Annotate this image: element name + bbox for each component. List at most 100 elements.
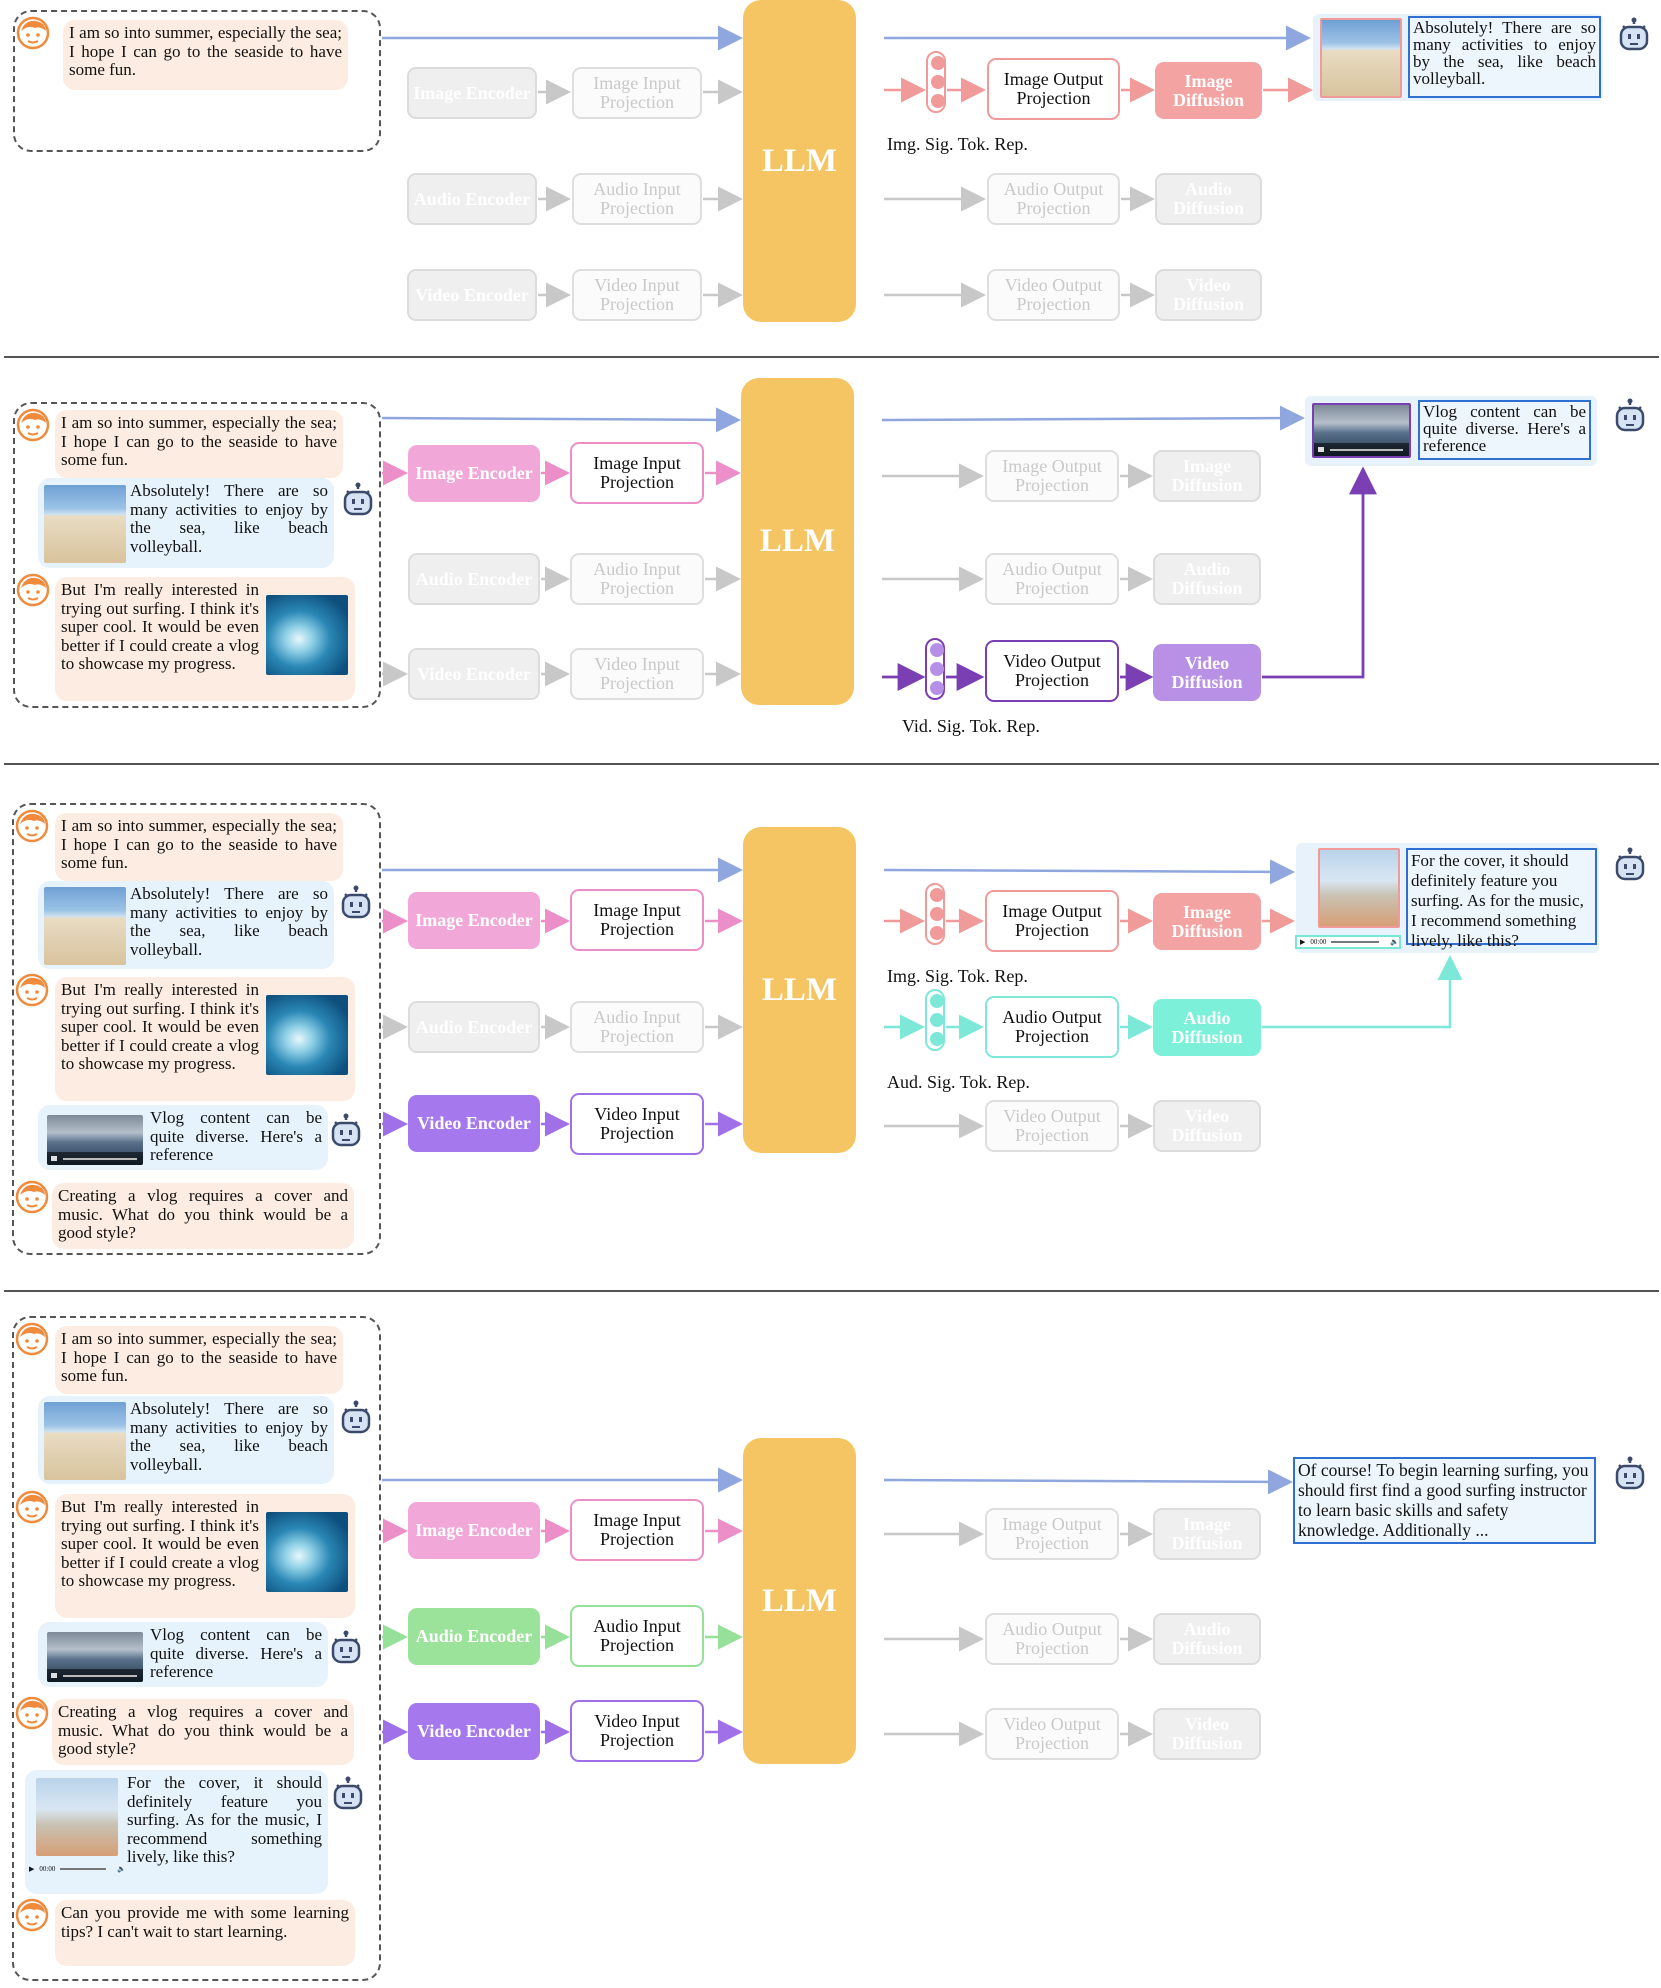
audio-encoder-box: Audio Encoder xyxy=(407,173,537,225)
bot-response-text: Of course! To begin learning surfing, yo… xyxy=(1293,1457,1596,1544)
panel-divider xyxy=(4,763,1659,765)
bot-avatar-icon xyxy=(341,1400,371,1434)
image-output-projection-box: Image Output Projection xyxy=(985,450,1119,502)
user-avatar-icon xyxy=(16,16,50,50)
panel-2: I am so into summer, especially the sea;… xyxy=(0,370,1661,765)
image-input-projection-box: Image Input Projection xyxy=(572,67,702,119)
video-input-projection-box: Video Input Projection xyxy=(570,1700,704,1762)
video-diffusion-box: Video Diffusion xyxy=(1153,1708,1261,1760)
user-avatar-icon xyxy=(15,973,49,1007)
user-avatar-icon xyxy=(15,1898,49,1932)
bot-avatar-icon xyxy=(1615,1456,1645,1490)
image-output-projection-box: Image Output Projection xyxy=(985,1508,1119,1560)
audio-encoder-box: Audio Encoder xyxy=(408,1608,540,1665)
vlog-video-thumbnail xyxy=(47,1632,143,1682)
bot-avatar-icon xyxy=(1615,847,1645,881)
bot-avatar-icon xyxy=(343,482,373,516)
image-token-column xyxy=(926,51,946,113)
audio-output-projection-box: Audio Output Projection xyxy=(985,996,1119,1058)
user-message: I am so into summer, especially the sea;… xyxy=(55,1326,343,1394)
video-input-projection-box: Video Input Projection xyxy=(570,648,704,700)
video-encoder-box: Video Encoder xyxy=(407,269,537,321)
audio-output-projection-box: Audio Output Projection xyxy=(987,173,1120,225)
llm-block: LLM xyxy=(743,0,856,322)
volleyball-image xyxy=(44,485,126,563)
user-message: Creating a vlog requires a cover and mus… xyxy=(52,1699,354,1765)
image-input-projection-box: Image Input Projection xyxy=(570,889,704,951)
audio-token-column xyxy=(925,989,945,1051)
user-avatar-icon xyxy=(15,1180,49,1214)
image-encoder-box: Image Encoder xyxy=(408,892,540,949)
panel-divider xyxy=(4,1290,1659,1292)
image-diffusion-box: Image Diffusion xyxy=(1153,1508,1261,1560)
conversation-box xyxy=(12,803,381,1255)
audio-encoder-box: Audio Encoder xyxy=(408,553,540,605)
video-input-projection-box: Video Input Projection xyxy=(572,269,702,321)
vlog-video-thumbnail xyxy=(1312,403,1411,458)
panel-3: I am so into summer, especially the sea;… xyxy=(0,775,1661,1295)
audio-input-projection-box: Audio Input Projection xyxy=(570,1001,704,1053)
llm-block: LLM xyxy=(743,827,856,1153)
video-token-column xyxy=(925,638,945,700)
user-avatar-icon xyxy=(15,1490,49,1524)
bot-avatar-icon xyxy=(333,1776,363,1810)
bot-response-text: For the cover, it should definitely feat… xyxy=(1406,848,1597,950)
user-message: I am so into summer, especially the sea;… xyxy=(63,20,348,90)
panel-4: I am so into summer, especially the sea;… xyxy=(0,1300,1661,1988)
video-encoder-box: Video Encoder xyxy=(408,1095,540,1152)
audio-output-projection-box: Audio Output Projection xyxy=(985,1613,1119,1665)
image-input-projection-box: Image Input Projection xyxy=(570,1499,704,1561)
surfer-cover-image xyxy=(1318,848,1400,928)
audio-encoder-box: Audio Encoder xyxy=(408,1001,540,1053)
audio-player[interactable]: ▶00:00🔈 xyxy=(1295,935,1401,949)
audio-diffusion-box: Audio Diffusion xyxy=(1153,553,1261,605)
image-token-label: Img. Sig. Tok. Rep. xyxy=(887,134,1028,154)
audio-diffusion-box: Audio Diffusion xyxy=(1153,999,1261,1056)
user-avatar-icon xyxy=(16,573,50,607)
video-output-projection-box: Video Output Projection xyxy=(987,269,1120,321)
bot-avatar-icon xyxy=(331,1113,361,1147)
video-encoder-box: Video Encoder xyxy=(408,1703,540,1760)
audio-diffusion-box: Audio Diffusion xyxy=(1155,173,1262,225)
audio-input-projection-box: Audio Input Projection xyxy=(572,173,702,225)
video-input-projection-box: Video Input Projection xyxy=(570,1093,704,1155)
video-diffusion-box: Video Diffusion xyxy=(1153,644,1261,701)
image-input-projection-box: Image Input Projection xyxy=(570,442,704,504)
vlog-video-thumbnail xyxy=(47,1115,143,1165)
surfer-cover-image xyxy=(36,1778,118,1856)
image-encoder-box: Image Encoder xyxy=(407,67,537,119)
video-encoder-box: Video Encoder xyxy=(408,648,540,700)
volleyball-image xyxy=(44,1402,126,1480)
image-output-projection-box: Image Output Projection xyxy=(987,58,1120,120)
panel-1: I am so into summer, especially the sea;… xyxy=(0,0,1661,360)
audio-diffusion-box: Audio Diffusion xyxy=(1153,1613,1261,1665)
video-diffusion-box: Video Diffusion xyxy=(1155,269,1262,321)
bot-avatar-icon xyxy=(341,885,371,919)
surfing-wave-image xyxy=(266,595,348,675)
audio-input-projection-box: Audio Input Projection xyxy=(570,1605,704,1667)
volleyball-image xyxy=(1320,18,1402,98)
user-message: I am so into summer, especially the sea;… xyxy=(55,410,343,478)
image-token-label: Img. Sig. Tok. Rep. xyxy=(887,966,1028,986)
conversation-box xyxy=(13,402,381,708)
image-encoder-box: Image Encoder xyxy=(408,445,540,502)
user-message: I am so into summer, especially the sea;… xyxy=(55,813,343,881)
conversation-box xyxy=(13,10,381,152)
image-output-projection-box: Image Output Projection xyxy=(985,890,1119,952)
surfing-wave-image xyxy=(266,995,348,1075)
user-message: Can you provide me with some learning ti… xyxy=(55,1900,355,1966)
user-avatar-icon xyxy=(16,408,50,442)
llm-block: LLM xyxy=(741,378,854,705)
audio-player[interactable]: ▶00:00🔈 xyxy=(29,1865,126,1873)
image-token-column xyxy=(925,883,945,945)
user-message: Creating a vlog requires a cover and mus… xyxy=(52,1183,354,1249)
llm-block: LLM xyxy=(743,1438,856,1764)
video-token-label: Vid. Sig. Tok. Rep. xyxy=(902,716,1040,736)
bot-avatar-icon xyxy=(1615,398,1645,432)
audio-output-projection-box: Audio Output Projection xyxy=(985,553,1119,605)
video-diffusion-box: Video Diffusion xyxy=(1153,1100,1261,1152)
video-output-projection-box: Video Output Projection xyxy=(985,1708,1119,1760)
image-encoder-box: Image Encoder xyxy=(408,1502,540,1559)
audio-input-projection-box: Audio Input Projection xyxy=(570,553,704,605)
image-diffusion-box: Image Diffusion xyxy=(1155,62,1262,119)
